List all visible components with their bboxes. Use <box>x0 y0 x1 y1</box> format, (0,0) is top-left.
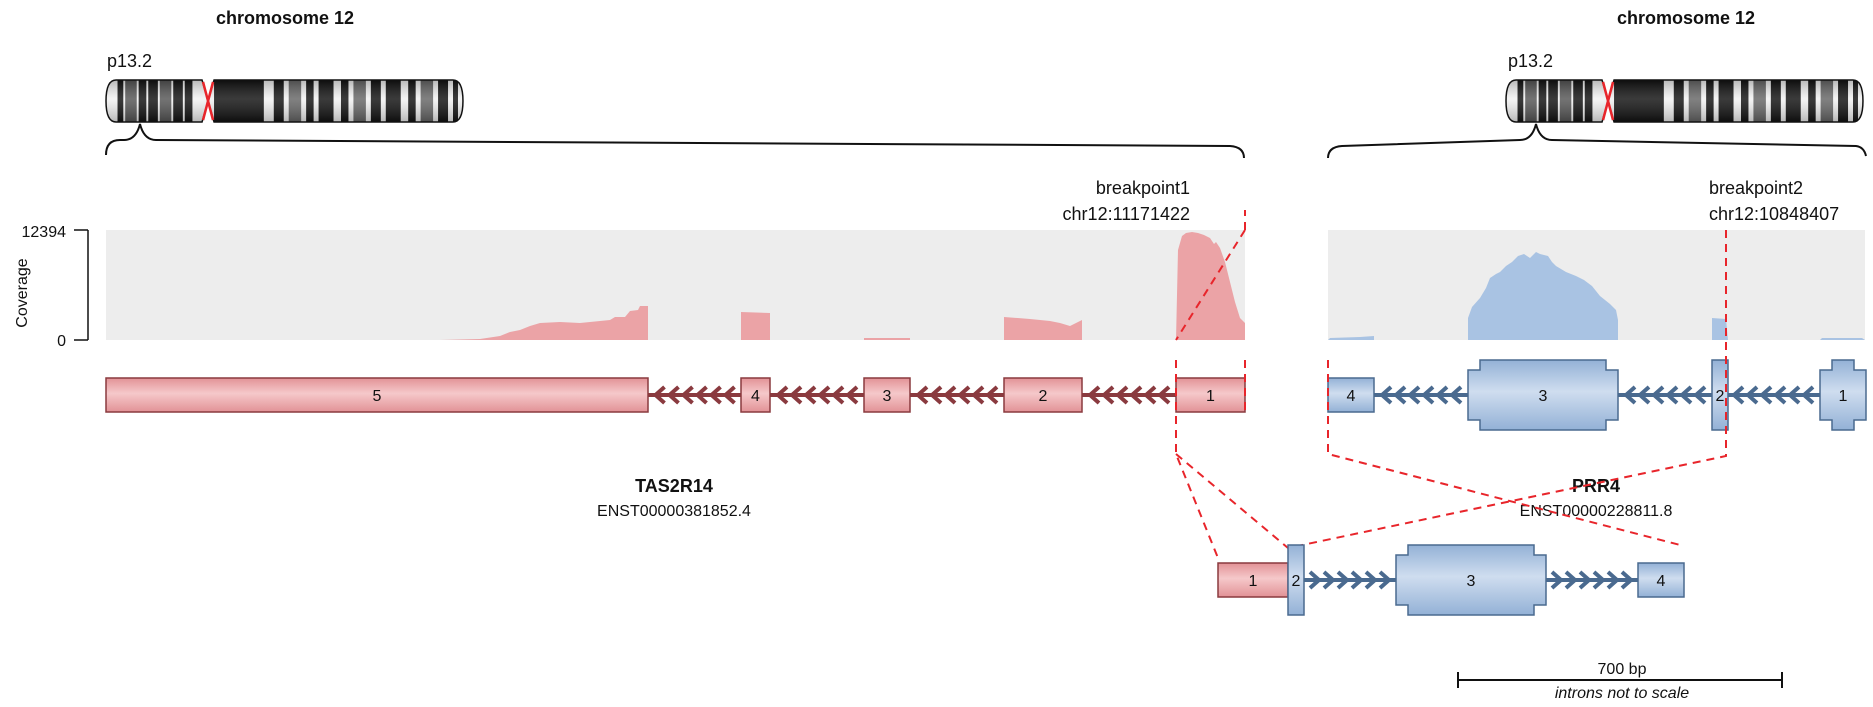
tas2r14-exon-3-label: 3 <box>883 388 892 405</box>
tas2r14-exon-2: 2 <box>1004 378 1082 412</box>
right-band-label: p13.2 <box>1508 51 1553 71</box>
coverage-axis-label: Coverage <box>14 258 31 327</box>
coverage-axis: 12394 0 Coverage <box>14 224 88 350</box>
tas2r14-exon-1: 1 <box>1176 378 1245 412</box>
scale-bar-label: 700 bp <box>1598 661 1647 678</box>
prr4-exon-4-label: 4 <box>1347 388 1356 405</box>
gene1-name: TAS2R14 <box>635 476 713 496</box>
left-band-label: p13.2 <box>107 51 152 71</box>
fusion-exon-3-label: 3 <box>1467 573 1476 590</box>
tas2r14-exon-5: 5 <box>106 378 648 412</box>
fusion-transcript: 1 2 3 4 <box>1218 545 1684 615</box>
scale-bar-note: introns not to scale <box>1555 685 1689 702</box>
right-chromosome-title: chromosome 12 <box>1617 8 1755 28</box>
fusion-exon-4: 4 <box>1638 563 1684 597</box>
tas2r14-exon-1-label: 1 <box>1206 388 1215 405</box>
left-zoom-bracket <box>106 124 1244 158</box>
left-chromosome-title: chromosome 12 <box>216 8 354 28</box>
fusion-exon-1: 1 <box>1218 563 1288 597</box>
prr4-exon-1-label: 1 <box>1839 388 1848 405</box>
right-zoom-bracket <box>1328 124 1866 158</box>
tas2r14-gene-model: 5 4 3 2 1 <box>106 378 1245 412</box>
prr4-exon-2-label: 2 <box>1716 388 1725 405</box>
coverage-min-label: 0 <box>57 333 66 350</box>
left-chromosome: chromosome 12 p13.2 <box>106 8 1244 158</box>
right-coverage-track <box>1328 230 1865 340</box>
tas2r14-exon-4-label: 4 <box>751 388 760 405</box>
coverage-max-label: 12394 <box>22 224 67 241</box>
fusion-exon-3: 3 <box>1396 545 1546 615</box>
prr4-gene-model: 4 3 2 1 <box>1328 360 1866 430</box>
prr4-exon-1: 1 <box>1820 360 1866 430</box>
prr4-exon-3: 3 <box>1468 360 1618 430</box>
fusion-exon-1-label: 1 <box>1249 573 1258 590</box>
fusion-exon-2: 2 <box>1288 545 1304 615</box>
gene1-transcript: ENST00000381852.4 <box>597 503 751 520</box>
scale-bar: 700 bp introns not to scale <box>1458 661 1782 702</box>
left-ideogram <box>106 80 463 122</box>
tas2r14-exon-2-label: 2 <box>1039 388 1048 405</box>
prr4-exon-4: 4 <box>1328 378 1374 412</box>
left-coverage-track <box>106 230 1245 340</box>
breakpoint1-fusion-line-b <box>1176 454 1288 548</box>
fusion-exon-4-label: 4 <box>1657 573 1666 590</box>
tas2r14-exon-5-label: 5 <box>373 388 382 405</box>
breakpoint1-coord: chr12:11171422 <box>1063 204 1190 224</box>
tas2r14-exon-3: 3 <box>864 378 910 412</box>
prr4-exon-3-label: 3 <box>1539 388 1548 405</box>
breakpoint1-label: breakpoint1 <box>1096 178 1190 198</box>
gene2-transcript: ENST00000228811.8 <box>1520 503 1673 520</box>
tas2r14-exon-4: 4 <box>741 378 770 412</box>
breakpoint2-coord: chr12:10848407 <box>1709 204 1839 224</box>
right-chromosome: chromosome 12 p13.2 <box>1328 8 1866 158</box>
breakpoint2-label: breakpoint2 <box>1709 178 1803 198</box>
right-ideogram <box>1506 80 1863 122</box>
fusion-exon-2-label: 2 <box>1292 573 1301 590</box>
